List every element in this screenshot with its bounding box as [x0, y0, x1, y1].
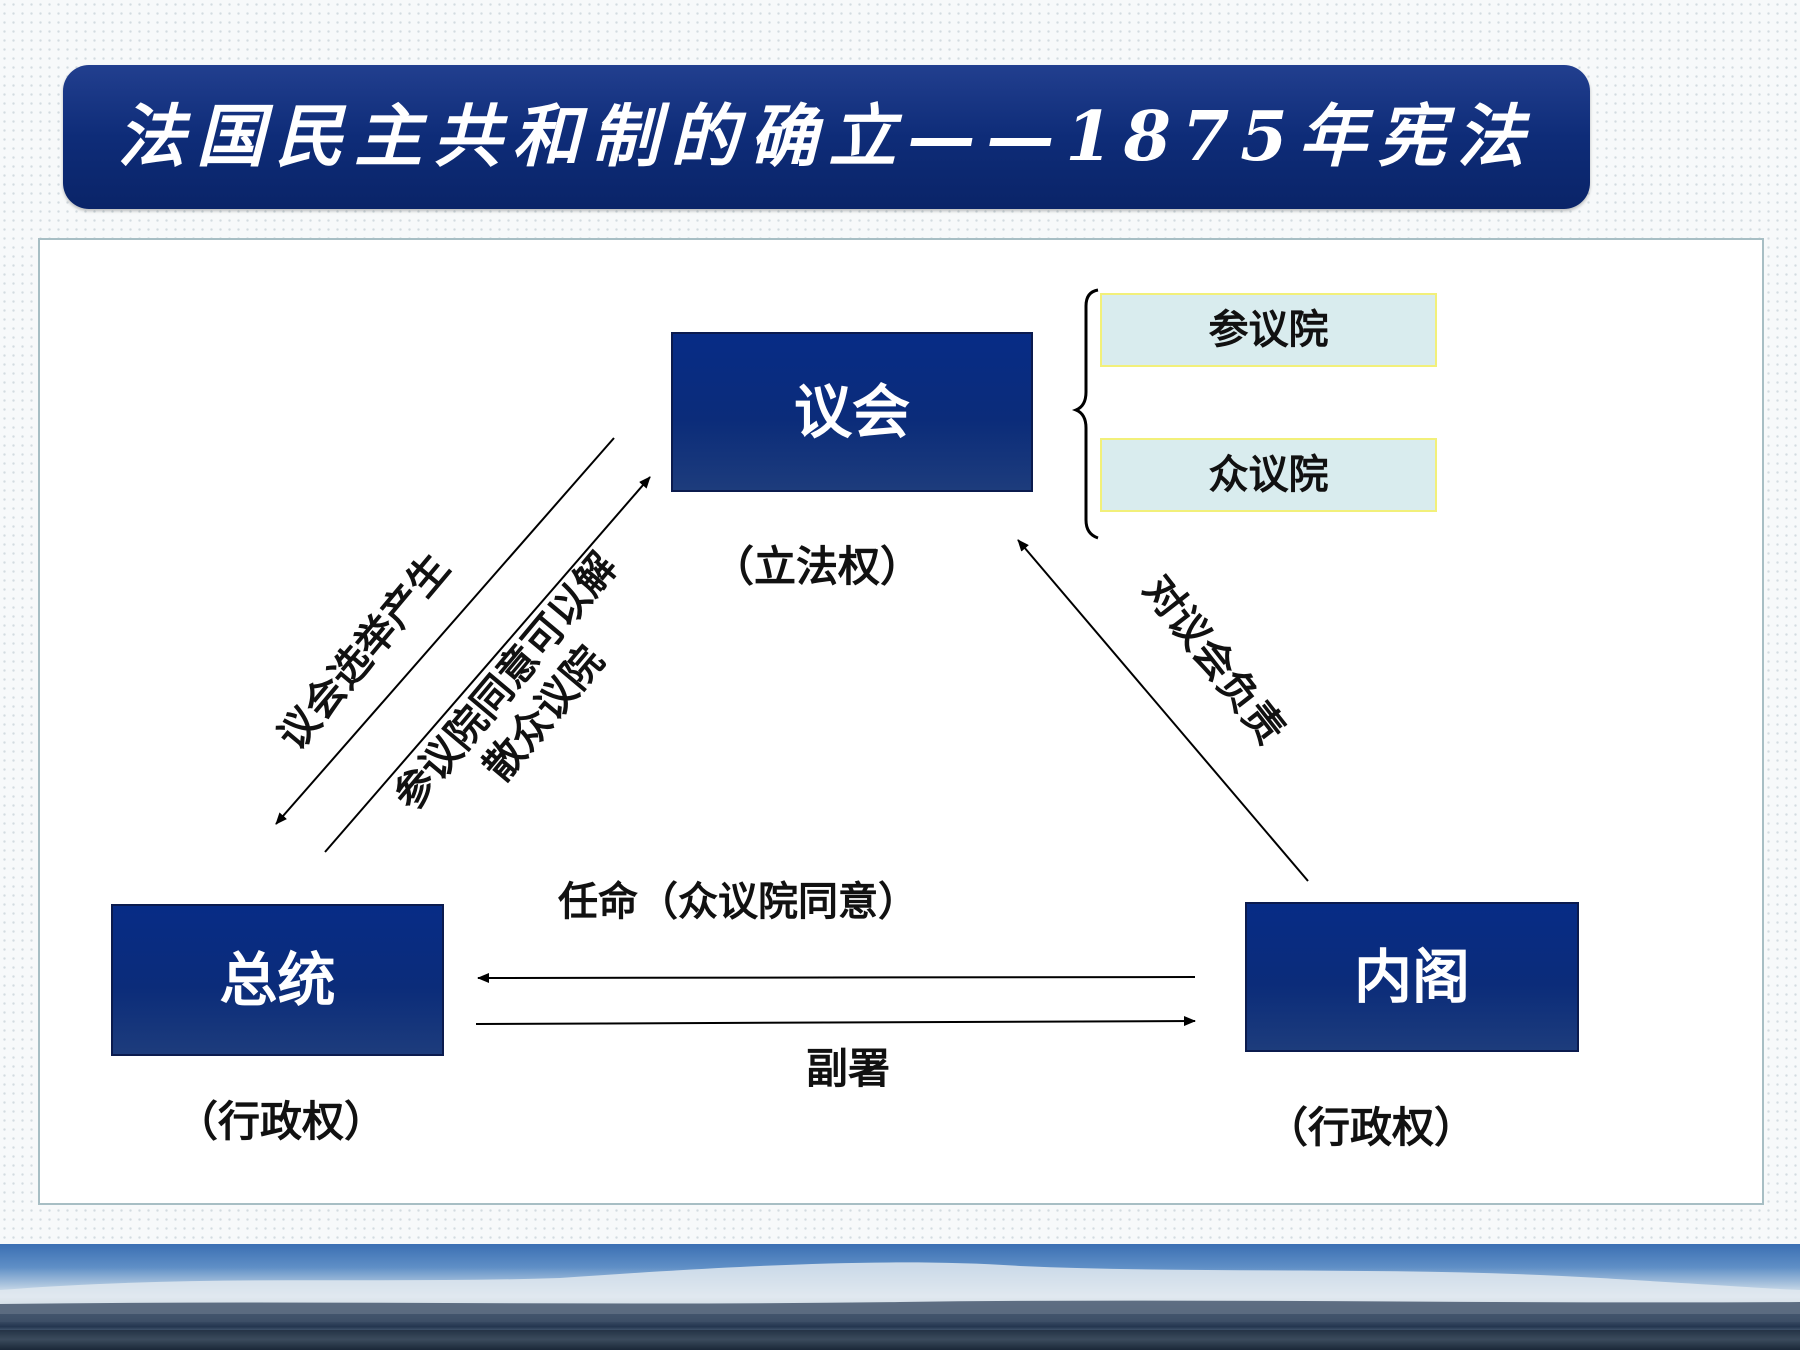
label-appoint: 任命（众议院同意） — [558, 879, 918, 925]
parliament-power-label: （立法权） — [712, 542, 923, 591]
cabinet-label: 内阁 — [1353, 943, 1470, 1011]
label-countersign: 副署 — [806, 1044, 891, 1093]
arrow-cabinet-to-parliament — [1017, 539, 1309, 882]
arrow-appoint — [477, 972, 1196, 983]
arrow-parliament-to-president — [275, 437, 615, 825]
parliament-node: 议会 — [671, 332, 1033, 492]
president-node: 总统 — [111, 904, 444, 1056]
cabinet-node: 内阁 — [1245, 902, 1579, 1052]
senate-box: 参议院 — [1100, 293, 1437, 367]
chamber-brace — [1071, 288, 1099, 540]
cabinet-power-label: （行政权） — [1266, 1103, 1477, 1152]
arrow-countersign — [475, 1016, 1196, 1027]
landscape-banner — [0, 1244, 1800, 1350]
mountain-silhouette — [0, 1262, 1800, 1350]
chamber-of-deputies-box: 众议院 — [1100, 438, 1437, 512]
president-label: 总统 — [219, 946, 336, 1014]
title-bar: 法国民主共和制的确立——1875年宪法 — [63, 65, 1590, 209]
president-power-label: （行政权） — [176, 1097, 387, 1146]
arrow-president-to-parliament — [324, 476, 651, 853]
page-title: 法国民主共和制的确立——1875年宪法 — [117, 97, 1536, 177]
parliament-label: 议会 — [793, 378, 910, 446]
